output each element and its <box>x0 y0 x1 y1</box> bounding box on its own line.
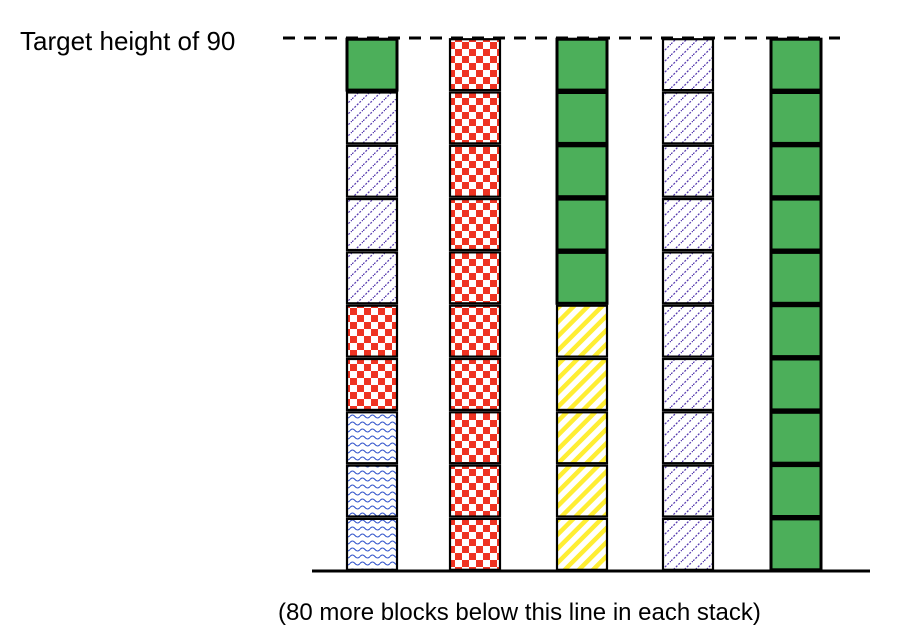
block-purple <box>661 198 715 252</box>
block-blue <box>345 411 399 465</box>
block-purple <box>661 411 715 465</box>
block-purple <box>661 38 715 92</box>
stack-5 <box>769 37 823 572</box>
block-red <box>448 91 502 145</box>
block-green <box>555 91 609 145</box>
block-purple <box>661 517 715 571</box>
block-purple <box>661 304 715 358</box>
block-green <box>345 37 399 92</box>
block-yellow <box>555 357 609 412</box>
stack-4 <box>661 38 715 571</box>
block-purple <box>345 251 399 305</box>
block-purple <box>661 91 715 145</box>
block-purple <box>661 464 715 518</box>
stacks-group <box>345 37 823 572</box>
block-green <box>769 144 823 199</box>
block-yellow <box>555 411 609 465</box>
block-green <box>769 91 823 145</box>
block-red <box>448 251 502 305</box>
block-red <box>448 144 502 198</box>
block-blue <box>345 517 399 571</box>
block-green <box>555 144 609 199</box>
block-red <box>345 357 399 412</box>
block-green <box>769 37 823 92</box>
block-yellow <box>555 464 609 518</box>
block-purple <box>345 144 399 198</box>
block-green <box>555 197 609 252</box>
block-green <box>769 517 823 572</box>
block-purple <box>661 144 715 198</box>
block-green <box>555 37 609 92</box>
block-blue <box>345 464 399 518</box>
block-purple <box>661 357 715 412</box>
block-yellow <box>555 304 609 358</box>
footnote-label: (80 more blocks below this line in each … <box>278 599 761 626</box>
block-green <box>769 304 823 359</box>
block-purple <box>345 198 399 252</box>
block-purple <box>661 251 715 305</box>
block-red <box>448 411 502 465</box>
block-yellow <box>555 517 609 571</box>
block-green <box>555 250 609 305</box>
block-green <box>769 357 823 412</box>
block-red <box>448 517 502 571</box>
stack-3 <box>555 37 609 571</box>
target-height-label: Target height of 90 <box>20 26 235 56</box>
block-red <box>448 357 502 412</box>
stack-2 <box>448 38 502 571</box>
block-red <box>448 38 502 92</box>
block-purple <box>345 91 399 145</box>
block-red <box>448 304 502 358</box>
block-green <box>769 464 823 519</box>
block-green <box>769 250 823 305</box>
block-red <box>448 198 502 252</box>
stack-1 <box>345 37 399 571</box>
block-green <box>769 410 823 465</box>
block-green <box>769 197 823 252</box>
block-red <box>448 464 502 518</box>
block-red <box>345 304 399 358</box>
